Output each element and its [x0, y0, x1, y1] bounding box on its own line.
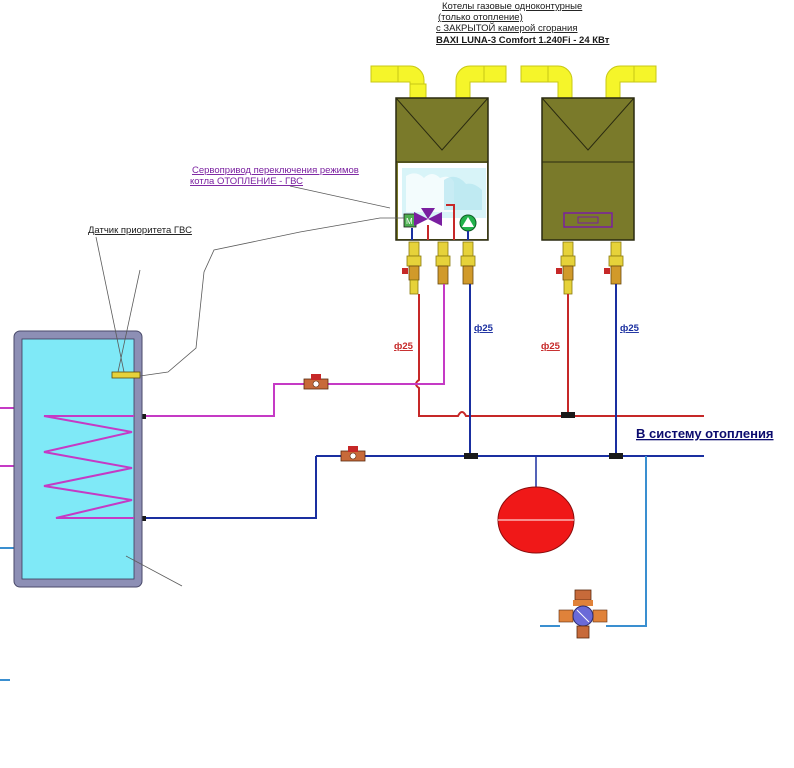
dhw-priority-sensor-icon	[111, 371, 141, 379]
return-diameter-label-1: ф25	[474, 323, 494, 334]
servo-label-line-2: котла ОТОПЛЕНИЕ - ГВС	[190, 176, 303, 187]
mixing-valve-group	[558, 589, 608, 639]
dhw-storage-tank	[13, 330, 143, 588]
ball-valve-dhw	[303, 374, 329, 390]
supply-diameter-label-1: ф25	[394, 341, 414, 352]
expansion-tank	[497, 486, 575, 554]
leader-lines	[95, 185, 404, 587]
header-line-1: Котелы газовые одноконтурные	[442, 1, 582, 12]
heating-system-outlet-label: В систему отопления	[636, 426, 774, 441]
chimney-pipes	[370, 65, 657, 99]
svg-text:M: M	[406, 217, 413, 226]
header-line-3: с ЗАКРЫТОЙ камерой сгорания	[436, 22, 578, 34]
boiler-fittings	[402, 241, 624, 295]
servo-label-line-1: Сервопривод переключения режимов	[192, 165, 359, 176]
boiler-2	[541, 97, 635, 241]
boiler-1: M	[395, 97, 489, 241]
control-panel	[563, 212, 613, 228]
ball-valve-return	[340, 446, 366, 462]
supply-diameter-label-2: ф25	[541, 341, 561, 352]
header-line-4: BAXI LUNA-3 Comfort 1.240Fi - 24 КВт	[436, 35, 610, 46]
header-line-2: (только отопление)	[438, 12, 523, 23]
return-diameter-label-2: ф25	[620, 323, 640, 334]
heat-exchanger-coil	[43, 415, 134, 519]
pipe-tees	[140, 412, 623, 521]
three-way-valve-icon	[414, 208, 442, 226]
piping	[0, 284, 704, 681]
sensor-label: Датчик приоритета ГВС	[88, 225, 192, 236]
circulation-pump-icon	[459, 214, 477, 232]
boiler-description: Котелы газовые одноконтурные (только ото…	[436, 1, 610, 46]
